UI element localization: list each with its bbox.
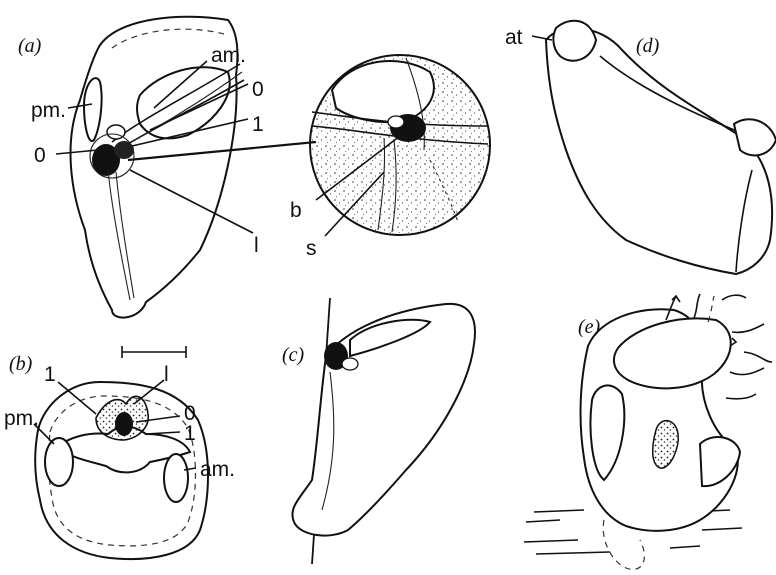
label-b-inset: b <box>290 199 302 222</box>
panel-e-burrowing-animal <box>524 294 772 569</box>
panel-d-living-animal <box>532 21 776 274</box>
label-zero-a-left: 0 <box>34 144 46 167</box>
panel-label-b: (b) <box>9 353 33 375</box>
label-am-a: am. <box>211 44 246 67</box>
label-one-b-left: 1 <box>44 363 56 386</box>
panel-b-hinge-view <box>35 346 208 559</box>
label-at-d: at <box>505 26 523 49</box>
label-am-b: am. <box>200 458 235 481</box>
label-zero-a-right: 0 <box>252 78 264 101</box>
label-s-inset: s <box>306 237 317 260</box>
label-one-b-right: 1 <box>184 422 196 445</box>
panel-label-d: (d) <box>636 35 660 57</box>
panel-label-a: (a) <box>18 35 42 57</box>
label-pm-b: pm. <box>4 407 39 430</box>
panel-label-e: (e) <box>578 316 601 338</box>
label-l-a: l <box>254 234 259 257</box>
label-l-b: l <box>164 363 169 386</box>
label-one-a: 1 <box>252 113 264 136</box>
panel-label-c: (c) <box>282 344 305 366</box>
panel-c-side-view <box>292 298 475 564</box>
inset-magnified-hinge <box>310 55 490 235</box>
label-pm-a: pm. <box>31 99 66 122</box>
